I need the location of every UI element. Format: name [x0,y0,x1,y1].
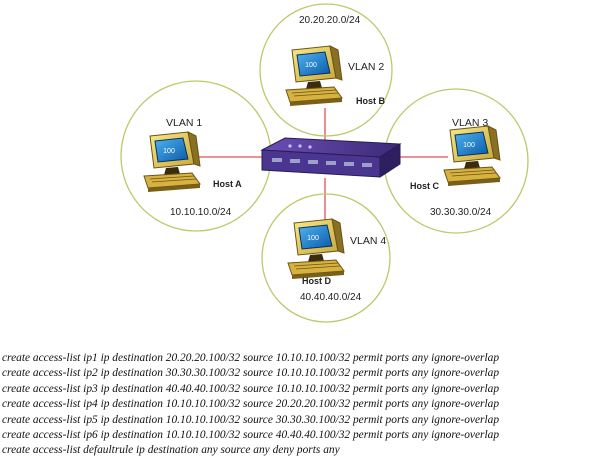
vlan1-subnet: 10.10.10.0/24 [170,207,232,218]
host-c-label: Host C [410,181,440,191]
host-c-screen-label: 100 [463,142,475,149]
host-b-computer-icon: 100 [285,45,343,107]
acl-command-line: create access-list defaultrule ip destin… [2,444,340,457]
host-d-computer-icon: 100 [287,218,345,280]
host-c-computer-icon: 100 [443,125,501,187]
acl-command-line: create access-list ip2 ip destination 30… [2,367,500,380]
vlan4-zone: 100 VLAN 4 Host D 40.40.40.0/24 [261,193,391,323]
vlan2-zone: 20.20.20.0/24 100 VLAN 2 Host B [259,3,393,137]
network-switch-icon [260,137,402,178]
host-d-screen-label: 100 [307,235,319,242]
acl-command-list: create access-list ip1 ip destination 20… [2,351,604,459]
vlan2-label: VLAN 2 [348,61,384,73]
vlan3-label: VLAN 3 [452,117,488,129]
network-diagram: VLAN 1 100 Host A 10.10.10.0/24 20.20.20… [120,3,529,323]
vlan2-subnet: 20.20.20.0/24 [299,15,361,26]
acl-command-line: create access-list ip3 ip destination 40… [2,382,500,395]
vlan4-label: VLAN 4 [350,235,386,247]
vlan3-zone: VLAN 3 100 Host C 30.30.30.0/24 [383,88,529,234]
acl-command-line: create access-list ip6 ip destination 10… [2,429,500,442]
host-a-screen-label: 100 [163,148,175,155]
vlan1-label: VLAN 1 [166,117,202,129]
acl-command-line: create access-list ip1 ip destination 20… [2,352,500,364]
host-a-label: Host A [213,179,242,189]
host-b-label: Host B [356,96,386,106]
vlan4-subnet: 40.40.40.0/24 [300,292,362,303]
host-a-computer-icon: 100 [143,131,201,193]
vlan2-circle [259,3,393,137]
vlan4-circle [261,193,391,323]
acl-command-line: create access-list ip5 ip destination 10… [2,413,500,426]
host-b-screen-label: 100 [305,62,317,69]
vlan1-zone: VLAN 1 100 Host A 10.10.10.0/24 [120,80,272,232]
acl-command-line: create access-list ip4 ip destination 10… [2,398,500,411]
vlan3-subnet: 30.30.30.0/24 [430,207,492,218]
host-d-label: Host D [302,276,332,286]
